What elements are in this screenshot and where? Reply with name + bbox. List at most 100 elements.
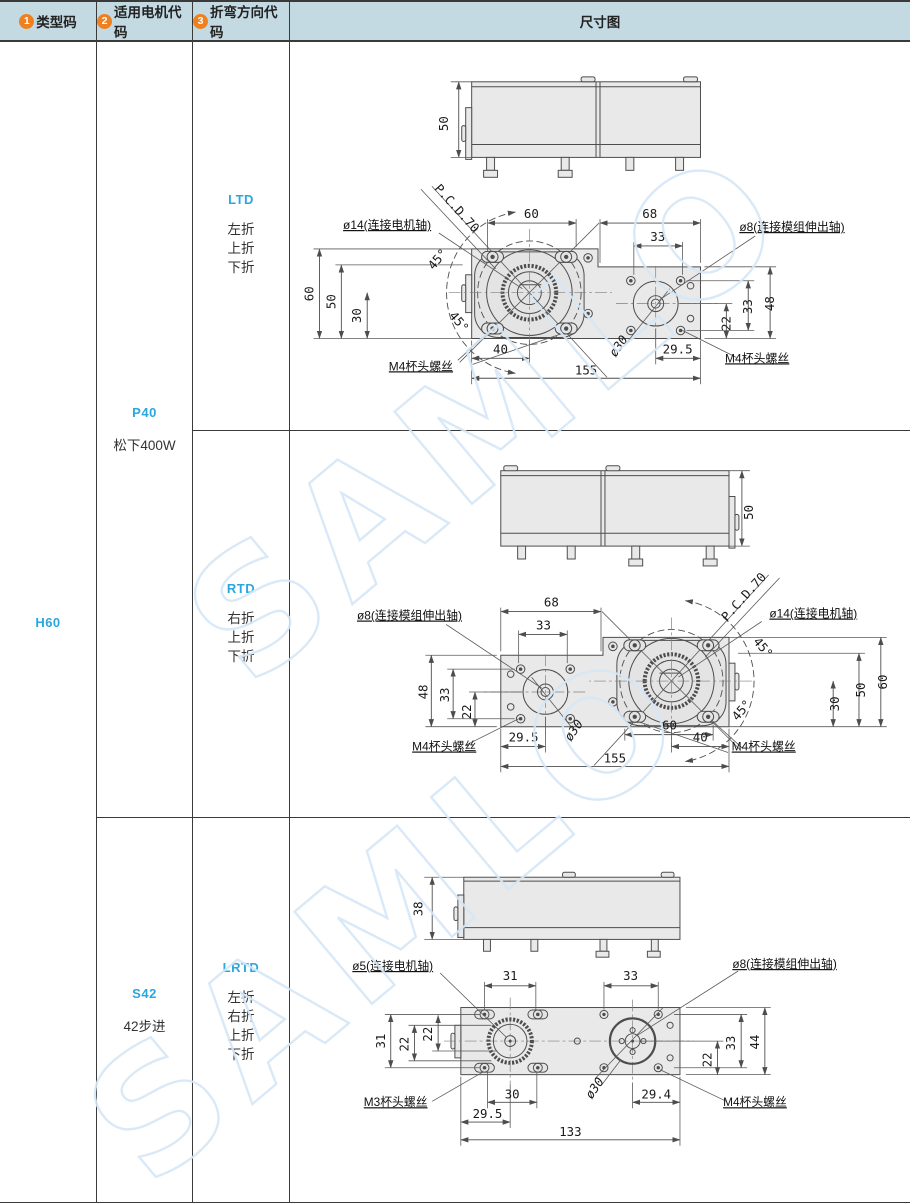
variant-code: RTD [226,581,256,596]
dim-label: 155 [574,362,596,377]
dim-label: 48 [762,296,777,311]
variant-cell-ltd: LTD 左折 上折 下折 [192,42,289,430]
dim-label: M4杯头螺丝 [723,1095,787,1109]
fold-direction: 左折 [227,222,255,237]
header-label: 适用电机代码 [114,5,182,40]
dim-label: 48 [415,685,430,700]
dim-label: 60 [874,675,889,690]
dim-label: 33 [437,687,452,702]
variant-cell-rtd: RTD 右折 上折 下折 [192,430,289,817]
dim-label: 22 [718,316,733,331]
dim-label: 33 [650,229,665,244]
dim-label: M4杯头螺丝 [725,351,789,365]
rtd-extra-dims [623,724,714,741]
fold-direction: 下折 [227,260,255,275]
dim-label: 29.5 [472,1107,502,1121]
dim-label: 50 [852,683,867,698]
dim-label: 40 [692,730,707,745]
dim-label: 60 [662,718,677,733]
dim-label: 33 [623,969,638,983]
dim-label: 33 [535,617,550,632]
dim-label: 44 [747,1035,761,1050]
fold-direction: 上折 [227,1028,255,1043]
variant-cell-lrtd: LRTD 左折 右折 上折 下折 [192,817,289,1202]
fold-directions: 左折 上折 下折 [228,220,255,277]
header-fold-direction-code: 3 折弯方向代码 [192,2,289,42]
dim-label: 29.4 [641,1087,671,1101]
dim-label: 29.5 [662,341,692,356]
dim-label: 31 [373,1034,387,1049]
dim-label: 45° [424,246,450,273]
fold-direction: 上折 [227,630,255,645]
dim-label: 60 [523,206,538,221]
dim-label: 60 [301,286,316,301]
dim-label: 38 [411,901,425,916]
motor-code-cell-s42: S42 42步进 [96,817,192,1202]
dim-label: 50 [740,505,755,520]
header-motor-code: 2 适用电机代码 [96,2,192,42]
badge-1: 1 [19,13,35,29]
dim-label: ø14(连接电机轴) [343,218,431,232]
dim-label: 31 [502,969,517,983]
dim-label: P.C.D.70 [431,181,482,236]
dim-label: 68 [642,206,657,221]
dim-label: 22 [421,1027,435,1042]
dim-label: ø14(连接电机轴) [769,607,857,621]
dim-label: M4杯头螺丝 [412,740,476,754]
header-type-code: 1 类型码 [0,2,96,42]
dim-label: ø8(连接模组伸出轴) [356,609,461,623]
header-label: 折弯方向代码 [210,5,278,40]
motor-code-cell-p40: P40 松下400W [96,42,192,817]
dim-label: 30 [504,1087,519,1101]
header-label: 尺寸图 [579,15,621,30]
dim-label: 50 [323,294,338,309]
ltd-extra-dims [486,219,577,251]
fold-direction: 下折 [227,1047,255,1062]
fold-directions: 右折 上折 下折 [228,609,255,666]
dim-label: 133 [559,1125,581,1139]
dim-label: 33 [724,1036,738,1051]
dim-label: 29.5 [508,730,538,745]
dim-label: ø5(连接电机轴) [352,959,433,973]
dim-label: 22 [397,1037,411,1052]
fold-direction: 右折 [227,1009,255,1024]
dim-label: 45° [750,634,776,661]
variant-code: LRTD [222,960,260,975]
dim-label: 22 [700,1052,714,1067]
header-label: 类型码 [36,15,77,30]
motor-code: S42 [132,985,157,1001]
dim-label: M4杯头螺丝 [731,740,795,754]
motor-name: 42步进 [123,1018,166,1034]
dim-label: ø30 [582,1075,606,1101]
dim-label: M4杯头螺丝 [388,359,452,373]
fold-direction: 左折 [227,990,255,1005]
motor-name: 松下400W [113,438,176,453]
variant-code: LTD [228,192,254,207]
header-dimension-diagram: 尺寸图 [289,2,910,42]
type-code: H60 [35,614,61,630]
dim-label: 30 [349,308,364,323]
dim-label: P.C.D.70 [717,569,768,623]
type-code-cell: H60 [0,42,96,1202]
dim-label: ø8(连接模组伸出轴) [732,957,837,971]
dim-label: 30 [827,696,842,711]
fold-direction: 下折 [227,649,255,664]
badge-3: 3 [193,13,208,29]
fold-direction: 右折 [227,611,255,626]
dimension-drawing-lrtd: 38ø5(连接电机轴)3133ø8(连接模组伸出轴)312222223344M3… [352,871,837,1146]
dimension-drawing-ltd: 50ø14(连接电机轴)P.C.D.70606833ø8(连接模组伸出轴)605… [301,42,844,428]
fold-directions: 左折 右折 上折 下折 [228,988,255,1064]
dim-label: 40 [493,341,508,356]
dim-label: ø8(连接模组伸出轴) [739,220,844,234]
badge-2: 2 [97,13,112,29]
dim-label: 68 [543,595,558,610]
